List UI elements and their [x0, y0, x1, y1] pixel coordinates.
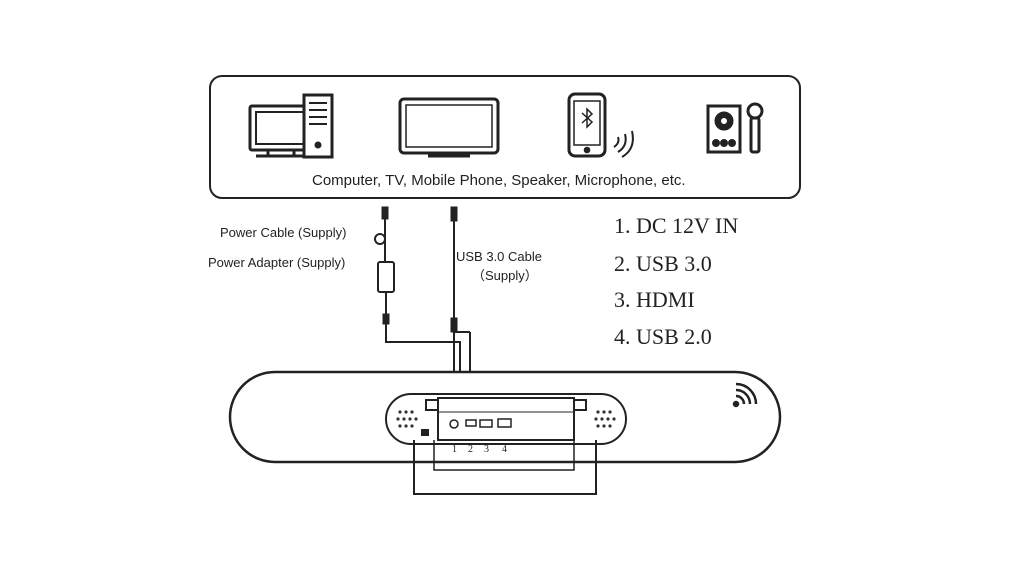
port-list-item: 1. DC 12V IN [614, 213, 739, 238]
usb3-port-icon [465, 419, 477, 427]
port-list-item: 2. USB 3.0 [614, 251, 712, 276]
computer-icon [248, 93, 334, 159]
port-number: 3 [484, 444, 489, 455]
port-list-item: 4. USB 2.0 [614, 324, 712, 349]
soundbar-device [228, 370, 782, 495]
port-number: 1 [452, 444, 457, 455]
devices-box [209, 75, 801, 199]
usb-cable-label: USB 3.0 Cable [456, 249, 542, 264]
devices-caption: Computer, TV, Mobile Phone, Speaker, Mic… [312, 172, 686, 189]
mobile-phone-bluetooth-icon [567, 92, 634, 158]
power-cable-label: Power Cable (Supply) [220, 225, 347, 240]
usb2-port-icon [497, 418, 512, 428]
tv-icon [398, 97, 500, 158]
usb-cable [450, 206, 471, 404]
status-indicator-icon [421, 429, 429, 436]
hdmi-port-icon [479, 419, 493, 428]
usb-cable-supply-label: （Supply） [472, 268, 538, 283]
port-number: 4 [502, 444, 507, 455]
power-adapter-icon [377, 261, 395, 293]
wifi-signal-icon [732, 382, 758, 408]
port-number: 2 [468, 444, 473, 455]
port-list-item: 3. HDMI [614, 287, 695, 312]
power-adapter-label: Power Adapter (Supply) [208, 255, 346, 270]
dc-in-port-icon [449, 419, 459, 429]
speaker-microphone-icon [706, 102, 764, 154]
